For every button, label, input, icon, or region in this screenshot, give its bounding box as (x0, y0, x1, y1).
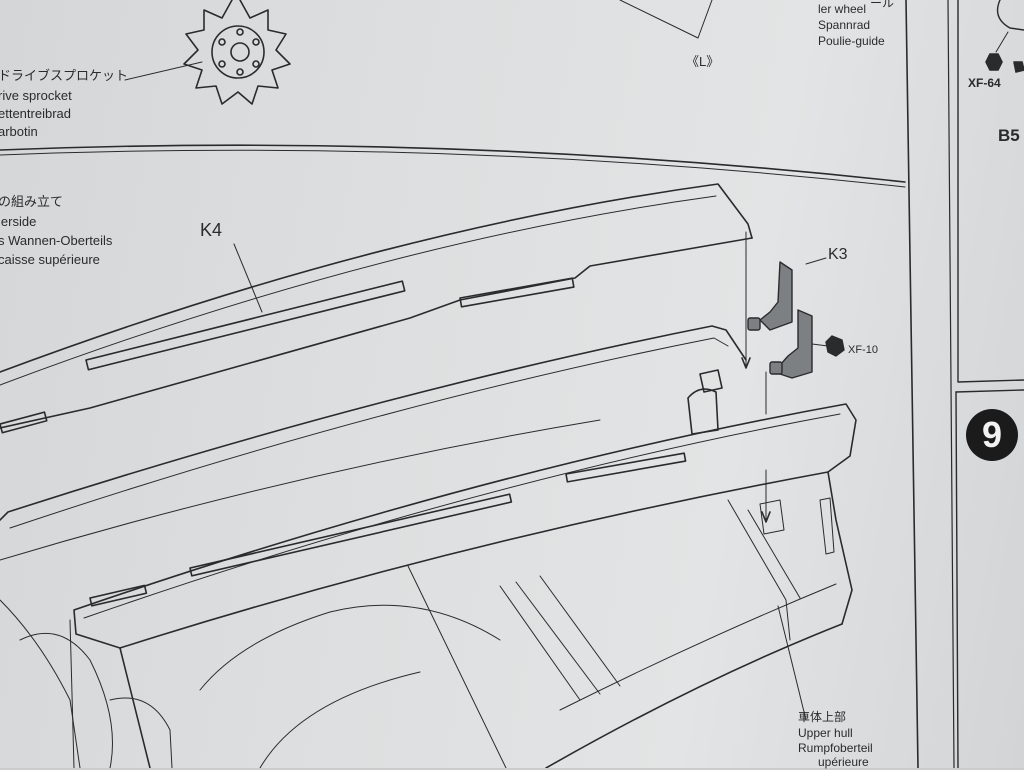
part-label-k3: K3 (828, 246, 848, 263)
sprocket-leader (124, 61, 203, 81)
k4-leader (233, 243, 263, 313)
hull-lower-edge (0, 419, 601, 561)
upper-hull-inner-wall-2 (747, 509, 801, 599)
front-arrow (69, 619, 75, 768)
section-title-en: lerside (0, 214, 37, 229)
drive-sprocket-label-fr: arbotin (0, 124, 38, 139)
hull-rim (0, 325, 747, 521)
step-number-badge: 9 (966, 409, 1018, 461)
upper-hull-deck-line (83, 413, 841, 619)
b5-paint-marker-2 (1013, 61, 1024, 73)
upper-hull-tab-2 (819, 497, 835, 555)
part-label-b5: B5 (998, 126, 1020, 145)
upper-hull-label-leader (777, 605, 807, 721)
sprocket-outline (183, 0, 291, 105)
right-column-border (905, 0, 919, 768)
sprocket-bolt (252, 38, 260, 46)
hull-side-drawing (0, 231, 767, 561)
paint-code-xf64: XF-64 (968, 76, 1001, 90)
upper-hull-bottom-rim (545, 623, 843, 768)
sprocket-bolt (218, 60, 226, 68)
section-title-de: s Wannen-Oberteils (0, 233, 113, 248)
upper-hull-label-en: Upper hull (798, 726, 853, 740)
part-k3-drawing (747, 261, 845, 379)
step9-box (955, 389, 1024, 393)
upper-hull-inner-wall (727, 499, 791, 641)
k4-front-edge (0, 195, 717, 386)
top-panel-bottom-border (0, 144, 906, 183)
k3-paint-marker (825, 335, 845, 357)
section-title-jp: の組み立て (0, 194, 64, 209)
upper-hull-slot (89, 584, 148, 607)
k3-piece-lower (773, 309, 813, 379)
part-label-k4: K4 (200, 220, 223, 240)
marker-l: 《L》 (686, 54, 720, 69)
upper-hull-tab (759, 499, 785, 535)
upper-hull-label-jp: 車体上部 (798, 710, 847, 724)
k3-pin (747, 317, 761, 331)
b5-part-outline (996, 0, 1024, 31)
upper-hull-side (119, 647, 151, 768)
upper-hull-inner-floor (559, 583, 837, 711)
upper-hull-slot (565, 452, 687, 483)
k4-bottom-edge (0, 237, 753, 429)
k4-slot (85, 280, 406, 371)
k4-slot (0, 411, 48, 434)
b5-leader (995, 31, 1009, 53)
hull-block (699, 369, 723, 393)
b5-drawing (985, 0, 1024, 73)
hull-block-2 (687, 388, 719, 435)
idler-wheel-label-jp: ール (870, 0, 895, 10)
upper-hull-leader (407, 565, 507, 768)
upper-hull-right-wall (827, 471, 853, 625)
idler-wheel-label-de: Spannrad (818, 18, 871, 32)
sprocket-bolt (218, 38, 226, 46)
idler-wheel-label-fr: Poulie-guide (818, 34, 885, 48)
drive-sprocket-label-de: ettentreibrad (0, 106, 71, 121)
upper-hull-fender (199, 604, 501, 691)
k3-leader (805, 257, 827, 265)
step9-box-left (955, 391, 959, 768)
b5-paint-marker (985, 53, 1003, 71)
part-k4-drawing (0, 183, 753, 434)
upper-hull-drawing (0, 403, 857, 768)
upper-hull-arrow-head (761, 511, 771, 523)
drive-sprocket-label-en: rive sprocket (0, 88, 72, 103)
upper-hull-rib (499, 585, 581, 701)
sprocket-center (230, 42, 250, 62)
paint-code-xf10: XF-10 (848, 344, 878, 356)
right-column-border-2 (947, 0, 955, 768)
upper-hull-label-de: Rumpfoberteil (798, 741, 873, 755)
k3-piece-upper (759, 261, 793, 331)
hull-rim-inner (9, 337, 729, 529)
assembly-arrow-head (741, 357, 751, 369)
section-title-fr: caisse supérieure (0, 252, 100, 267)
upper-hull-top (73, 403, 857, 649)
idler-wheel-label-en: ler wheel (818, 2, 867, 16)
sprocket-bolt (236, 28, 244, 36)
sprocket-hub (211, 25, 265, 79)
sprocket-bolt (252, 60, 260, 68)
front-wheel-arc (0, 599, 81, 768)
front-wheel-arc-3 (109, 697, 173, 768)
upper-hull-rib-3 (539, 575, 621, 687)
upper-hull-rib-2 (515, 581, 601, 695)
front-wheel-arc-2 (19, 632, 113, 768)
upper-hull-slot (189, 493, 513, 577)
step8-box (957, 0, 1024, 383)
sprocket-bolt (236, 68, 244, 76)
upper-hull-label-fr: upérieure (818, 755, 869, 769)
top-panel-bottom-border-inner (0, 149, 906, 188)
marker-leaders (619, 0, 713, 39)
k3-paint-leader (811, 343, 829, 347)
k4-top-edge (0, 183, 753, 373)
k3-pin (769, 361, 783, 375)
drive-sprocket-drawing (183, 0, 291, 105)
drive-sprocket-label-jp: ドライブスプロケット (0, 68, 129, 83)
k4-slot (459, 277, 575, 308)
upper-hull-fender-2 (259, 671, 421, 768)
